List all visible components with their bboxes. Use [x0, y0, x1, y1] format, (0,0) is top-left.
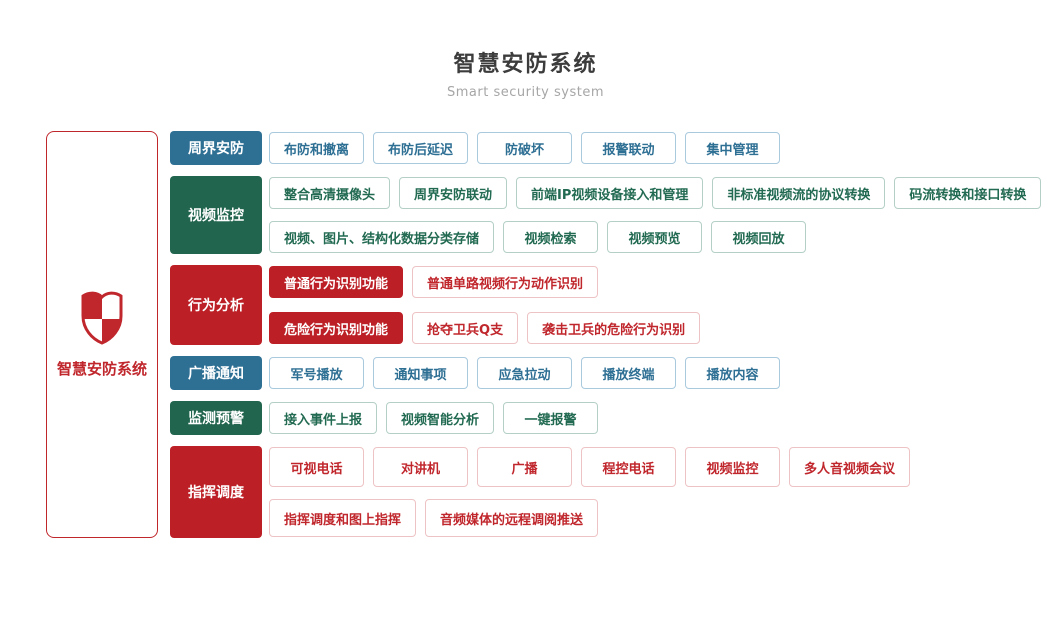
feature-item-box: 音频媒体的远程调阅推送	[425, 499, 599, 537]
group-row-command: 指挥调度可视电话对讲机广播程控电话视频监控多人音视频会议指挥调度和图上指挥音频媒…	[170, 446, 1041, 538]
feature-groups: 周界安防布防和撤离布防后延迟防破坏报警联动集中管理视频监控整合高清摄像头周界安防…	[170, 131, 1042, 538]
item-line: 指挥调度和图上指挥音频媒体的远程调阅推送	[269, 499, 910, 537]
feature-item-box: 军号播放	[269, 357, 364, 389]
group-label-video: 视频监控	[170, 176, 262, 254]
group-row-video: 视频监控整合高清摄像头周界安防联动前端IP视频设备接入和管理非标准视频流的协议转…	[170, 176, 1042, 254]
feature-item-box: 周界安防联动	[399, 177, 508, 209]
diagram: 智慧安防系统 周界安防布防和撤离布防后延迟防破坏报警联动集中管理视频监控整合高清…	[0, 131, 1051, 538]
feature-item-box: 整合高清摄像头	[269, 177, 391, 209]
group-items-behavior: 普通行为识别功能普通单路视频行为动作识别危险行为识别功能抢夺卫兵Q支袭击卫兵的危…	[269, 265, 701, 345]
group-items-perimeter: 布防和撤离布防后延迟防破坏报警联动集中管理	[269, 131, 781, 165]
group-items-command: 可视电话对讲机广播程控电话视频监控多人音视频会议指挥调度和图上指挥音频媒体的远程…	[269, 446, 911, 538]
feature-item-box: 非标准视频流的协议转换	[712, 177, 886, 209]
item-line: 整合高清摄像头周界安防联动前端IP视频设备接入和管理非标准视频流的协议转换码流转…	[269, 177, 1042, 209]
feature-item-box: 程控电话	[581, 447, 676, 487]
group-items-monitor: 接入事件上报视频智能分析一键报警	[269, 401, 599, 435]
item-line: 视频、图片、结构化数据分类存储视频检索视频预览视频回放	[269, 221, 1041, 253]
page-subtitle: Smart security system	[447, 85, 604, 100]
feature-item-box: 视频回放	[711, 221, 807, 253]
feature-item-box: 可视电话	[269, 447, 364, 487]
feature-item-box: 报警联动	[581, 132, 677, 164]
feature-item-box: 接入事件上报	[269, 402, 378, 434]
item-line: 可视电话对讲机广播程控电话视频监控多人音视频会议	[269, 447, 911, 487]
group-row-behavior: 行为分析普通行为识别功能普通单路视频行为动作识别危险行为识别功能抢夺卫兵Q支袭击…	[170, 265, 1041, 345]
group-label-command: 指挥调度	[170, 446, 262, 538]
feature-subgroup-box: 危险行为识别功能	[269, 312, 404, 344]
feature-item-box: 通知事项	[373, 357, 468, 389]
feature-item-box: 袭击卫兵的危险行为识别	[527, 312, 701, 344]
feature-item-box: 一键报警	[503, 402, 599, 434]
feature-item-box: 多人音视频会议	[789, 447, 911, 487]
feature-item-box: 播放终端	[581, 357, 676, 389]
root-node-label: 智慧安防系统	[56, 359, 147, 378]
item-line: 布防和撤离布防后延迟防破坏报警联动集中管理	[269, 132, 781, 164]
page-title: 智慧安防系统	[453, 52, 598, 77]
feature-item-box: 码流转换和接口转换	[894, 177, 1042, 209]
group-label-monitor: 监测预警	[170, 401, 262, 435]
group-label-broadcast: 广播通知	[170, 356, 262, 390]
root-node: 智慧安防系统	[46, 131, 158, 538]
feature-item-box: 视频、图片、结构化数据分类存储	[269, 221, 495, 253]
item-line: 接入事件上报视频智能分析一键报警	[269, 402, 599, 434]
group-row-perimeter: 周界安防布防和撤离布防后延迟防破坏报警联动集中管理	[170, 131, 1041, 165]
group-row-broadcast: 广播通知军号播放通知事项应急拉动播放终端播放内容	[170, 356, 1041, 390]
item-line: 危险行为识别功能抢夺卫兵Q支袭击卫兵的危险行为识别	[269, 312, 701, 344]
feature-item-box: 视频智能分析	[386, 402, 495, 434]
feature-item-box: 视频监控	[685, 447, 780, 487]
feature-item-box: 布防和撤离	[269, 132, 365, 164]
feature-item-box: 指挥调度和图上指挥	[269, 499, 417, 537]
feature-item-box: 视频检索	[503, 221, 599, 253]
group-items-video: 整合高清摄像头周界安防联动前端IP视频设备接入和管理非标准视频流的协议转换码流转…	[269, 176, 1042, 254]
page-header: 智慧安防系统 Smart security system	[0, 0, 1051, 100]
feature-item-box: 广播	[477, 447, 572, 487]
feature-item-box: 抢夺卫兵Q支	[412, 312, 519, 344]
group-label-perimeter: 周界安防	[170, 131, 262, 165]
feature-item-box: 对讲机	[373, 447, 468, 487]
shield-icon	[81, 291, 123, 345]
feature-item-box: 应急拉动	[477, 357, 572, 389]
group-items-broadcast: 军号播放通知事项应急拉动播放终端播放内容	[269, 356, 780, 390]
feature-item-box: 播放内容	[685, 357, 780, 389]
feature-item-box: 视频预览	[607, 221, 703, 253]
item-line: 普通行为识别功能普通单路视频行为动作识别	[269, 266, 700, 298]
group-row-monitor: 监测预警接入事件上报视频智能分析一键报警	[170, 401, 1041, 435]
group-label-behavior: 行为分析	[170, 265, 262, 345]
feature-item-box: 普通单路视频行为动作识别	[412, 266, 599, 298]
feature-item-box: 集中管理	[685, 132, 781, 164]
feature-item-box: 前端IP视频设备接入和管理	[516, 177, 704, 209]
feature-subgroup-box: 普通行为识别功能	[269, 266, 404, 298]
item-line: 军号播放通知事项应急拉动播放终端播放内容	[269, 357, 780, 389]
feature-item-box: 防破坏	[477, 132, 573, 164]
feature-item-box: 布防后延迟	[373, 132, 469, 164]
